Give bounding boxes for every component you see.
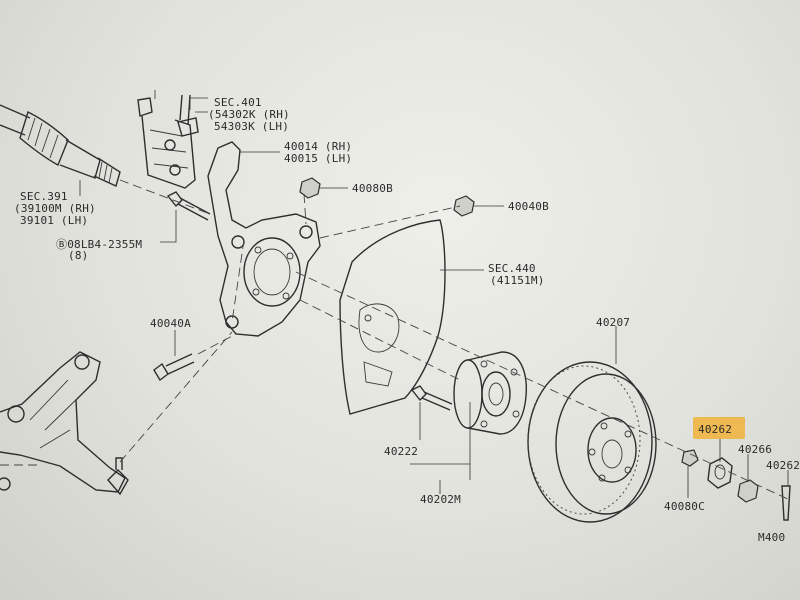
callout-m400: M400: [758, 531, 785, 544]
lower-control-arm-illustration: [0, 351, 129, 496]
callout-sec391: SEC.391: [20, 190, 68, 203]
strut-bracket-illustration: [137, 94, 199, 189]
callout-sec401: SEC.401: [214, 96, 262, 109]
washer-40262-illustration: [707, 457, 733, 489]
callout-40040b: 40040B: [508, 200, 549, 213]
drive-shaft-illustration: [0, 104, 121, 187]
callout-40262-pin: 40262: [766, 459, 800, 472]
callout-sec440-part: (41151M): [490, 274, 545, 287]
callout-40266: 40266: [738, 443, 772, 456]
splash-guard-illustration: [339, 219, 446, 415]
callout-40262-highlighted: 40262: [698, 423, 732, 436]
nut-40040b-illustration: [453, 195, 475, 217]
assembly-centerlines: [0, 90, 791, 501]
leader-lines: [79, 97, 789, 498]
callout-sec401-lh: 54303K (LH): [214, 120, 289, 133]
steering-knuckle-illustration: [207, 141, 321, 337]
callout-40040a: 40040A: [150, 317, 191, 330]
nut-40266-illustration: [737, 479, 759, 503]
cotter-pin-illustration: [781, 485, 791, 521]
callout-40202m: 40202M: [420, 493, 461, 506]
highlighter-mark: [693, 417, 745, 439]
callout-40080b: 40080B: [352, 182, 393, 195]
callout-08lb4-qty: (8): [68, 249, 88, 262]
callout-40207: 40207: [596, 316, 630, 329]
callout-08lb4: Ⓑ08LB4-2355M: [56, 238, 142, 251]
bolt-08lb4-illustration: [166, 191, 211, 221]
cap-40080c-illustration: [681, 449, 699, 467]
hub-assembly-illustration: [410, 351, 527, 435]
bolt-40040a-illustration: [153, 353, 195, 382]
callout-knuckle-lh: 40015 (LH): [284, 152, 352, 165]
callout-sec440: SEC.440: [488, 262, 536, 275]
callout-sec401-rh: (54302K (RH): [208, 108, 290, 121]
callout-knuckle-rh: 40014 (RH): [284, 140, 352, 153]
callout-40222: 40222: [384, 445, 418, 458]
callout-sec391-rh: (39100M (RH): [14, 202, 96, 215]
callout-sec391-lh: 39101 (LH): [20, 214, 88, 227]
callout-labels: SEC.401 (54302K (RH) 54303K (LH) 40014 (…: [14, 96, 800, 544]
nut-40080b-illustration: [299, 177, 321, 199]
brake-rotor-illustration: [527, 361, 657, 523]
callout-40080c: 40080C: [664, 500, 705, 513]
